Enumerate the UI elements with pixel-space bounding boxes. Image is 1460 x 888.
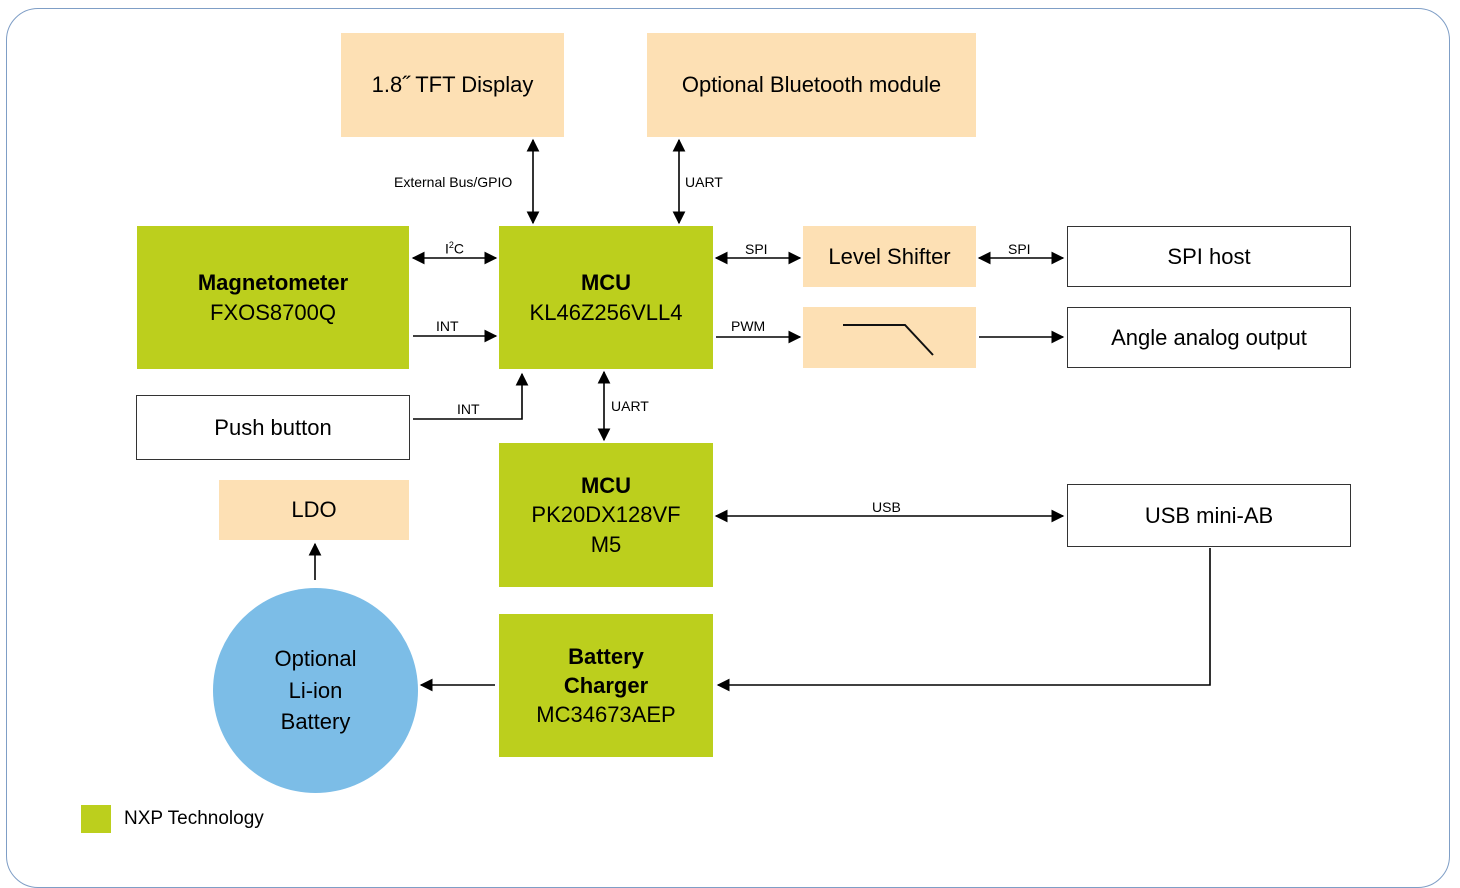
i2c-label: I2C xyxy=(445,240,464,257)
low-pass-filter-block xyxy=(803,307,976,368)
spi-host-label: SPI host xyxy=(1167,243,1251,269)
magnetometer-title: Magnetometer xyxy=(197,270,349,296)
battery-charger-block: Battery Charger MC34673AEP xyxy=(499,614,713,757)
usb-mini-ab-label: USB mini-AB xyxy=(1144,502,1274,528)
mcu-main-block: MCU KL46Z256VLL4 xyxy=(499,226,713,369)
uart-mcu-label: UART xyxy=(611,398,649,414)
mcu-usb-part-line2: M5 xyxy=(590,531,622,557)
push-button-block: Push button xyxy=(136,395,410,460)
level-shifter-block: Level Shifter xyxy=(803,226,976,287)
battery-line1: Optional xyxy=(274,645,357,671)
level-shifter-label: Level Shifter xyxy=(828,243,951,269)
pwm-label: PWM xyxy=(731,318,766,334)
usb-mini-ab-block: USB mini-AB xyxy=(1067,484,1351,547)
battery-line2: Li-ion xyxy=(288,677,343,703)
angle-output-block: Angle analog output xyxy=(1067,307,1351,368)
battery-charger-title-line1: Battery xyxy=(568,643,644,669)
int-btn-label: INT xyxy=(457,401,480,417)
legend-label: NXP Technology xyxy=(124,808,264,829)
battery-circle: Optional Li-ion Battery xyxy=(213,588,418,793)
mcu-usb-title: MCU xyxy=(580,473,632,499)
mcu-usb-block: MCU PK20DX128VF M5 xyxy=(499,443,713,587)
spi-host-conn-label: SPI xyxy=(1008,241,1031,257)
battery-charger-part: MC34673AEP xyxy=(536,702,676,728)
mcu-main-part: KL46Z256VLL4 xyxy=(529,299,683,325)
i2c-label-sup: 2 xyxy=(448,240,454,250)
legend-swatch xyxy=(81,805,111,833)
bluetooth-module-block: Optional Bluetooth module xyxy=(647,33,976,137)
filter-curve-icon xyxy=(843,324,934,356)
magnetometer-part: FXOS8700Q xyxy=(210,299,336,325)
mcu-main-title: MCU xyxy=(580,270,632,296)
spi-mcu-label: SPI xyxy=(745,241,768,257)
bluetooth-module-label: Optional Bluetooth module xyxy=(681,72,942,98)
i2c-label-main: I xyxy=(445,240,449,257)
ldo-block: LDO xyxy=(219,480,409,540)
int-mag-label: INT xyxy=(436,318,459,334)
int-btn-line xyxy=(413,372,529,420)
ldo-label: LDO xyxy=(291,497,337,523)
tft-display-block: 1.8˝ TFT Display xyxy=(341,33,564,137)
magnetometer-block: Magnetometer FXOS8700Q xyxy=(137,226,409,369)
i2c-label-tail: C xyxy=(453,240,465,257)
ext-bus-label: External Bus/GPIO xyxy=(394,174,513,190)
tft-display-label: 1.8˝ TFT Display xyxy=(371,72,534,98)
battery-line3: Battery xyxy=(280,709,351,735)
push-button-label: Push button xyxy=(214,414,332,440)
usb-charger-line xyxy=(716,548,1211,692)
mcu-usb-part-line1: PK20DX128VF xyxy=(531,502,681,528)
spi-host-block: SPI host xyxy=(1067,226,1351,287)
usb-conn-label: USB xyxy=(872,499,901,515)
uart-bt-label: UART xyxy=(685,174,723,190)
angle-output-label: Angle analog output xyxy=(1111,324,1307,350)
battery-charger-title-line2: Charger xyxy=(563,672,649,698)
